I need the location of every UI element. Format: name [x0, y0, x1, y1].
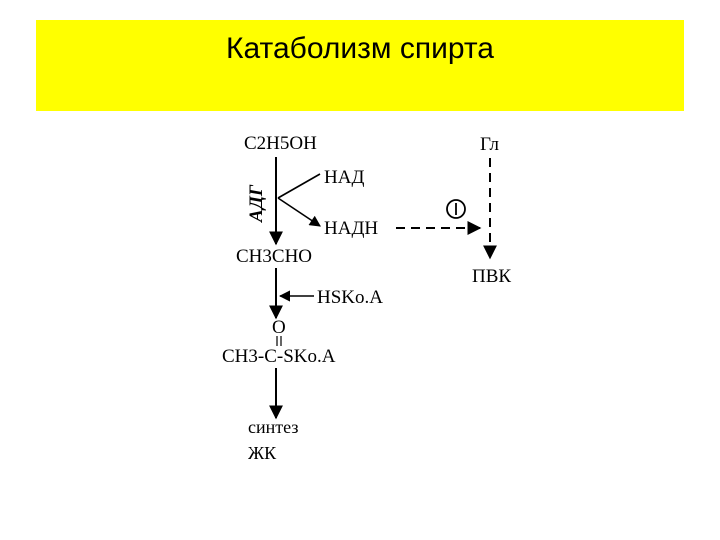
coenzyme-label: HSKo.A	[317, 287, 383, 308]
glucose-label: Гл	[480, 134, 500, 155]
acetaldehyde-label: CH3CHO	[236, 246, 312, 267]
title-bar: Катаболизм спирта	[36, 20, 684, 111]
fatty-acids-label: ЖК	[248, 443, 277, 463]
nad-branch-line	[277, 173, 321, 199]
pyruvate-label: ПВК	[472, 266, 511, 287]
inhibition-circle	[446, 199, 466, 219]
ethanol-label: C2H5OH	[244, 133, 317, 154]
carbonyl-oxygen-label: O	[272, 317, 286, 338]
nad-label: НАД	[324, 167, 364, 188]
enzyme-label: АДГ	[246, 184, 267, 223]
acetyl-coa-label: CH3-C-SKo.A	[222, 346, 336, 367]
synthesis-label: синтез	[248, 417, 298, 437]
slide-title: Катаболизм спирта	[226, 32, 494, 65]
arrow-to-nadh	[277, 197, 321, 227]
nadh-label: НАДН	[324, 218, 378, 239]
